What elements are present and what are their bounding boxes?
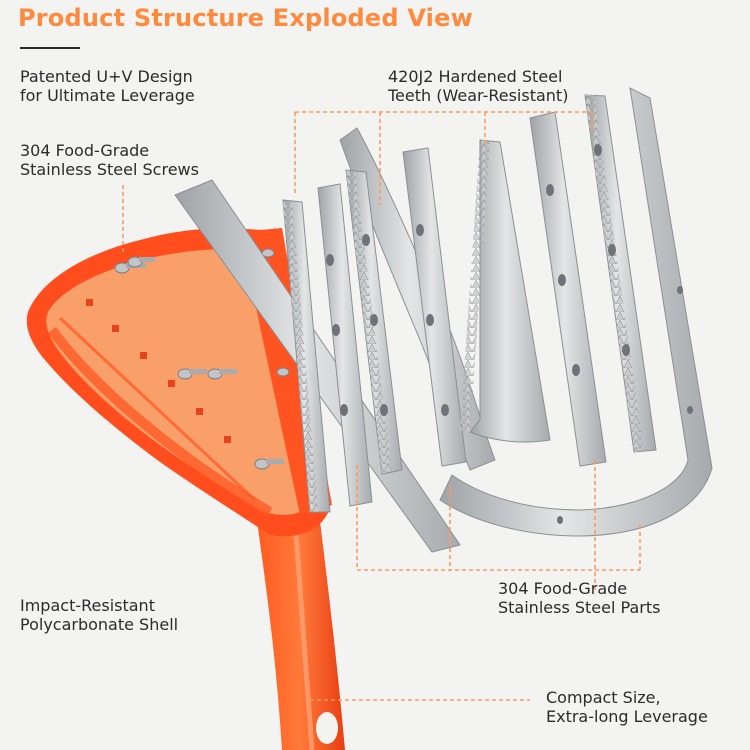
callout-steel-parts: 304 Food-Grade Stainless Steel Parts	[498, 579, 660, 617]
steel-parts	[174, 87, 713, 553]
callout-line: Stainless Steel Screws	[20, 160, 199, 179]
callout-line: Patented U+V Design	[20, 67, 193, 86]
callout-line: Extra-long Leverage	[546, 707, 708, 726]
screw	[207, 368, 237, 380]
callout-line: Teeth (Wear-Resistant)	[388, 86, 569, 105]
callout-uv-design: Patented U+V Design for Ultimate Leverag…	[20, 67, 195, 105]
callout-line: Stainless Steel Parts	[498, 598, 661, 617]
callout-line: 304 Food-Grade	[20, 141, 150, 160]
shell-rib	[224, 436, 231, 443]
steel-bar-u	[469, 139, 551, 443]
page-title: Product Structure Exploded View	[18, 4, 473, 32]
shell-rib	[86, 299, 93, 306]
handle	[255, 505, 345, 750]
steel-bar-u	[439, 87, 713, 537]
hang-hole	[316, 712, 338, 744]
callout-size: Compact Size, Extra-long Leverage	[546, 688, 708, 726]
callout-line: Compact Size,	[546, 688, 661, 707]
callout-screws: 304 Food-Grade Stainless Steel Screws	[20, 141, 199, 179]
callout-line: Impact-Resistant	[20, 596, 155, 615]
shell-rib	[196, 408, 203, 415]
callout-shell: Impact-Resistant Polycarbonate Shell	[20, 596, 178, 634]
shell-rib	[140, 352, 147, 359]
steel-bar	[529, 111, 607, 467]
screw	[127, 256, 155, 268]
callout-line: 304 Food-Grade	[498, 579, 628, 598]
leader-lines	[122, 111, 641, 701]
shell-rib	[168, 380, 175, 387]
callout-line: 420J2 Hardened Steel	[388, 67, 563, 86]
callout-teeth: 420J2 Hardened Steel Teeth (Wear-Resista…	[388, 67, 568, 105]
title-underline	[20, 47, 80, 49]
callout-line: for Ultimate Leverage	[20, 86, 195, 105]
callout-line: Polycarbonate Shell	[20, 615, 179, 634]
shell-rib	[112, 325, 119, 332]
screw	[254, 458, 284, 470]
screw	[177, 368, 207, 380]
screw	[276, 367, 290, 377]
screws	[114, 248, 290, 470]
